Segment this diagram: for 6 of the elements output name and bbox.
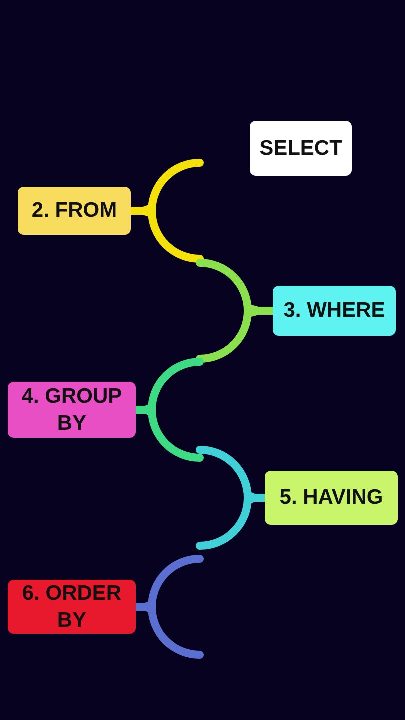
step-box: 6. ORDER BY bbox=[8, 580, 136, 634]
step-box: 3. WHERE bbox=[273, 286, 396, 336]
step-box: 5. HAVING bbox=[265, 471, 398, 525]
step-box: 2. FROM bbox=[18, 187, 131, 235]
step-box: 4. GROUP BY bbox=[8, 382, 136, 438]
step-box: SELECT bbox=[250, 121, 352, 176]
